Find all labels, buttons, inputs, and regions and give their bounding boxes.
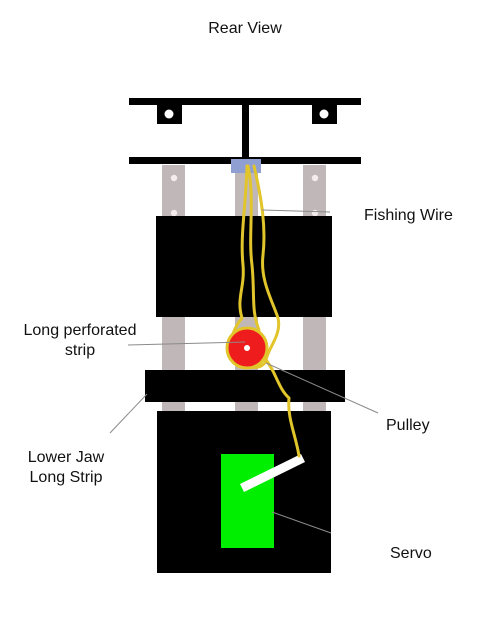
long-perforated-strip-line1: Long perforated — [23, 322, 137, 339]
long-perforated-strip-line2: strip — [64, 342, 96, 359]
diagram-title: Rear View — [208, 20, 282, 37]
leader-lower-jaw — [109, 393, 148, 434]
mount-hole — [164, 109, 174, 119]
long-perforated-strip-label: Long perforated strip — [10, 321, 150, 361]
strip-hole — [170, 209, 178, 217]
servo-label: Servo — [390, 545, 432, 562]
fishing-wire — [228, 164, 301, 458]
leader-perforated-strip — [127, 341, 246, 346]
strip-hole — [311, 209, 319, 217]
pulley-axle — [244, 345, 250, 351]
servo-body — [221, 454, 274, 548]
t-stem — [242, 98, 249, 164]
lower-jaw-long-strip — [145, 370, 345, 402]
servo-arm — [240, 453, 305, 493]
lower-jaw-label: Lower Jaw Long Strip — [6, 448, 126, 488]
lower-jaw-line2: Long Strip — [29, 469, 103, 486]
strip-hole — [170, 174, 178, 182]
pulley-label: Pulley — [386, 417, 430, 434]
leader-pulley — [265, 362, 379, 414]
fishing-wire-label: Fishing Wire — [364, 207, 453, 224]
leader-fishing-wire — [261, 209, 331, 213]
lower-jaw-line1: Lower Jaw — [27, 449, 105, 466]
mount-hole — [319, 109, 329, 119]
strip-hole — [311, 174, 319, 182]
leader-servo — [271, 511, 332, 534]
